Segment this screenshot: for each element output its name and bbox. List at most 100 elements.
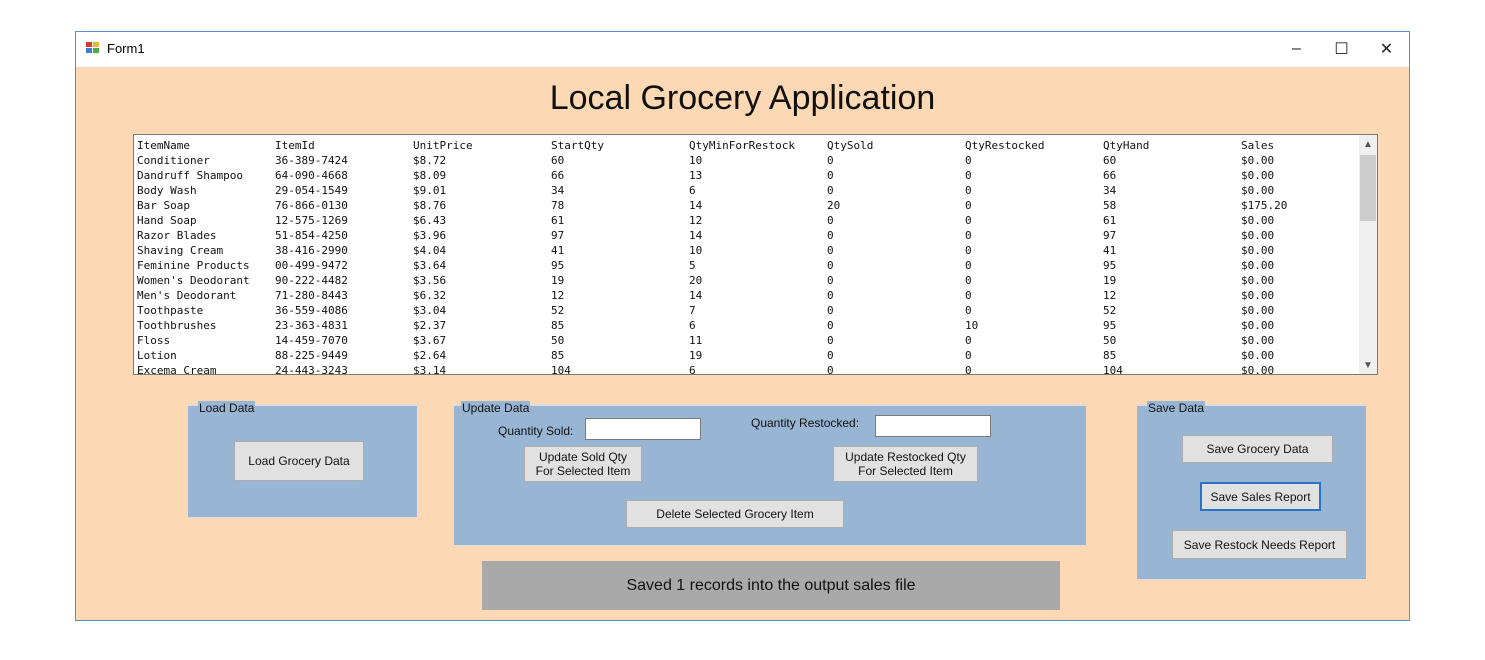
list-cell: 34 [551, 184, 565, 197]
list-cell: $3.64 [413, 259, 447, 272]
list-cell: 12 [1103, 289, 1117, 302]
list-cell: $2.37 [413, 319, 447, 332]
list-cell: $4.04 [413, 244, 447, 257]
list-cell: UnitPrice [413, 139, 473, 152]
update-sold-qty-button[interactable]: Update Sold Qty For Selected Item [524, 446, 642, 482]
list-cell: $0.00 [1241, 364, 1275, 375]
list-cell: ItemId [275, 139, 315, 152]
list-cell: 71-280-8443 [275, 289, 348, 302]
title-bar[interactable]: Form1 – ☐ ✕ [76, 32, 1409, 67]
update-data-group: Update Data Quantity Sold: Quantity Rest… [454, 401, 1086, 546]
app-window: Form1 – ☐ ✕ Local Grocery Application It… [75, 31, 1410, 621]
load-grocery-data-button[interactable]: Load Grocery Data [234, 441, 364, 481]
list-cell: 0 [827, 214, 834, 227]
list-cell: 12 [551, 289, 565, 302]
list-cell: 10 [965, 319, 979, 332]
close-button[interactable]: ✕ [1364, 32, 1409, 65]
list-cell: 0 [965, 229, 972, 242]
list-cell: Hand Soap [137, 214, 197, 227]
list-cell: 78 [551, 199, 565, 212]
list-cell: $2.64 [413, 349, 447, 362]
list-cell: 0 [965, 184, 972, 197]
scroll-up-icon[interactable]: ▲ [1363, 138, 1373, 150]
update-restocked-line2: For Selected Item [858, 464, 953, 478]
list-cell: 7 [689, 304, 696, 317]
maximize-button[interactable]: ☐ [1319, 32, 1364, 65]
list-cell: 12 [689, 214, 703, 227]
list-cell: $0.00 [1241, 154, 1275, 167]
listbox-scrollbar[interactable]: ▲ ▼ [1359, 135, 1377, 374]
scroll-down-icon[interactable]: ▼ [1363, 359, 1373, 371]
list-cell: 34 [1103, 184, 1117, 197]
list-cell: 51-854-4250 [275, 229, 348, 242]
list-cell: $0.00 [1241, 304, 1275, 317]
list-cell: 6 [689, 364, 696, 375]
page-title: Local Grocery Application [549, 79, 936, 117]
list-cell: 60 [1103, 154, 1117, 167]
close-icon: ✕ [1379, 40, 1394, 58]
list-cell: Toothpaste [137, 304, 204, 317]
list-cell: 0 [965, 214, 972, 227]
list-cell: 85 [551, 319, 565, 332]
scroll-thumb[interactable] [1360, 155, 1376, 221]
quantity-sold-input[interactable] [585, 418, 701, 440]
list-cell: 41 [551, 244, 565, 257]
list-cell: 0 [827, 289, 834, 302]
list-cell: $0.00 [1241, 349, 1275, 362]
list-cell: 14 [689, 229, 703, 242]
save-restock-needs-report-button[interactable]: Save Restock Needs Report [1172, 530, 1347, 559]
list-cell: 0 [827, 259, 834, 272]
list-cell: 61 [551, 214, 565, 227]
group-border [454, 404, 1086, 406]
list-cell: 0 [965, 274, 972, 287]
list-cell: 52 [551, 304, 565, 317]
list-cell: 11 [689, 334, 703, 347]
list-cell: $0.00 [1241, 244, 1275, 257]
save-sales-report-button[interactable]: Save Sales Report [1200, 482, 1321, 511]
list-cell: 12-575-1269 [275, 214, 348, 227]
update-restocked-line1: Update Restocked Qty [845, 450, 966, 464]
update-restocked-qty-button[interactable]: Update Restocked Qty For Selected Item [833, 446, 978, 482]
list-cell: 36-559-4086 [275, 304, 348, 317]
update-data-caption: Update Data [461, 401, 531, 415]
group-border [1137, 579, 1366, 580]
list-cell: 97 [551, 229, 565, 242]
list-cell: 90-222-4482 [275, 274, 348, 287]
list-cell: QtyHand [1103, 139, 1150, 152]
list-cell: 66 [551, 169, 565, 182]
list-cell: $3.96 [413, 229, 447, 242]
list-cell: $175.20 [1241, 199, 1288, 212]
minimize-icon: – [1292, 39, 1301, 57]
list-cell: 0 [827, 229, 834, 242]
list-cell: StartQty [551, 139, 604, 152]
list-cell: $8.09 [413, 169, 447, 182]
list-cell: 61 [1103, 214, 1117, 227]
list-cell: 0 [965, 334, 972, 347]
quantity-restocked-input[interactable] [875, 415, 991, 437]
minimize-button[interactable]: – [1274, 32, 1319, 65]
list-cell: 0 [965, 244, 972, 257]
save-grocery-data-button[interactable]: Save Grocery Data [1182, 435, 1333, 463]
list-cell: 58 [1103, 199, 1117, 212]
delete-selected-item-button[interactable]: Delete Selected Grocery Item [626, 500, 844, 528]
list-cell: 6 [689, 319, 696, 332]
list-cell: 95 [1103, 319, 1117, 332]
list-cell: 104 [1103, 364, 1123, 375]
